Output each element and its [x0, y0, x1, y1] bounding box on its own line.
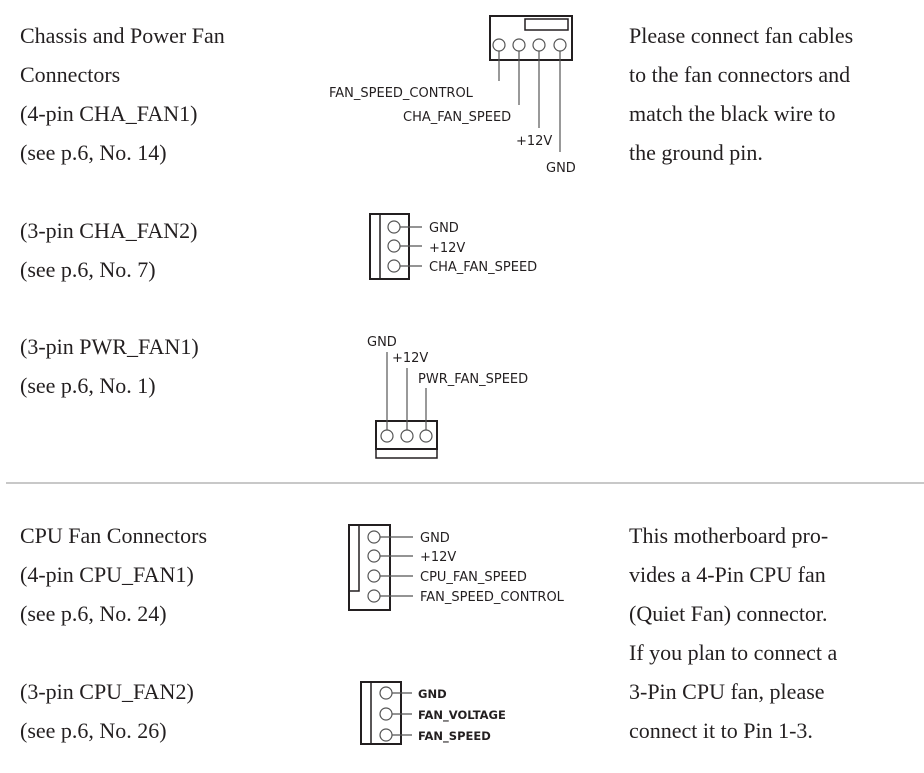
pwr-fan1-diagram: [375, 352, 438, 459]
cha-fan1-label: (4-pin CHA_FAN1): [20, 101, 198, 126]
cpu-note-line: (Quiet Fan) connector.: [629, 601, 828, 626]
cpu-fan2-label: (3-pin CPU_FAN2): [20, 679, 194, 704]
cpu-fan1-ref: (see p.6, No. 24): [20, 601, 167, 626]
pin-icon: [553, 38, 567, 52]
pin-icon: [379, 728, 393, 742]
cpu-note-line: vides a 4-Pin CPU fan: [629, 562, 826, 587]
pin-label: GND: [429, 221, 459, 236]
pin-label: FAN_SPEED: [418, 729, 491, 744]
cha-fan1-housing: [489, 15, 573, 61]
pin-label: GND: [367, 335, 397, 350]
cpu-note-line: connect it to Pin 1-3.: [629, 718, 813, 743]
pin-label: +12V: [420, 550, 456, 565]
cpu-fan2-ref: (see p.6, No. 26): [20, 718, 167, 743]
chassis-title-line-2: Connectors: [20, 62, 121, 87]
pin-label: CHA_FAN_SPEED: [429, 260, 537, 275]
pin-icon: [387, 220, 401, 234]
section-divider: [6, 482, 924, 484]
cpu-fan2-diagram: [360, 681, 412, 745]
pin-label: GND: [420, 531, 450, 546]
cha-fan1-key: [524, 18, 569, 31]
pin-icon: [512, 38, 526, 52]
cpu-fan1-label: (4-pin CPU_FAN1): [20, 562, 194, 587]
pin-icon: [419, 429, 433, 443]
pin-icon: [380, 429, 394, 443]
chassis-note-line: match the black wire to: [629, 101, 836, 126]
pwr-fan1-heading: (3-pin PWR_FAN1) (see p.6, No. 1): [20, 327, 199, 405]
pin-label: +12V: [429, 241, 465, 256]
cha-fan2-ref: (see p.6, No. 7): [20, 257, 156, 282]
pin-icon: [532, 38, 546, 52]
cpu-fan1-diagram: [348, 524, 413, 611]
pin-icon: [367, 589, 381, 603]
cpu-fan2-housing: [360, 681, 402, 745]
cha-fan2-diagram: [369, 213, 422, 280]
cpu-title: CPU Fan Connectors: [20, 523, 207, 548]
pin-label: CHA_FAN_SPEED: [403, 110, 511, 125]
pin-icon: [387, 259, 401, 273]
pin-label: PWR_FAN_SPEED: [418, 372, 528, 387]
cha-fan2-heading: (3-pin CHA_FAN2) (see p.6, No. 7): [20, 211, 197, 289]
cpu-note-line: 3-Pin CPU fan, please: [629, 679, 825, 704]
pin-label: FAN_SPEED_CONTROL: [420, 590, 565, 605]
pwr-fan1-ref: (see p.6, No. 1): [20, 373, 156, 398]
pin-icon: [367, 549, 381, 563]
pin-label: GND: [418, 687, 447, 701]
chassis-title-line-1: Chassis and Power Fan: [20, 23, 225, 48]
chassis-note-line: Please connect fan cables: [629, 23, 854, 48]
pin-label: FAN_SPEED_CONTROL: [329, 86, 474, 101]
cpu-note-line: If you plan to connect a: [629, 640, 838, 665]
pin-label: CPU_FAN_SPEED: [420, 570, 527, 585]
pin-label: +12V: [516, 134, 552, 149]
chassis-note-line: the ground pin.: [629, 140, 763, 165]
cpu-note: This motherboard pro- vides a 4-Pin CPU …: [629, 516, 837, 750]
chassis-section-heading: Chassis and Power Fan Connectors (4-pin …: [20, 16, 225, 172]
pin-icon: [492, 38, 506, 52]
cpu-fan2-heading: (3-pin CPU_FAN2) (see p.6, No. 26): [20, 672, 194, 750]
pin-icon: [400, 429, 414, 443]
pin-label: FAN_VOLTAGE: [418, 708, 506, 723]
cha-fan1-diagram: [489, 15, 573, 152]
cha-fan1-ref: (see p.6, No. 14): [20, 140, 167, 165]
pwr-fan1-label: (3-pin PWR_FAN1): [20, 334, 199, 359]
pin-icon: [367, 530, 381, 544]
pin-icon: [367, 569, 381, 583]
pin-icon: [379, 686, 393, 700]
pin-icon: [387, 239, 401, 253]
pin-icon: [379, 707, 393, 721]
cpu-section-heading: CPU Fan Connectors (4-pin CPU_FAN1) (see…: [20, 516, 207, 633]
chassis-note-line: to the fan connectors and: [629, 62, 851, 87]
cpu-note-line: This motherboard pro-: [629, 523, 829, 548]
chassis-note: Please connect fan cables to the fan con…: [629, 16, 853, 172]
cha-fan2-label: (3-pin CHA_FAN2): [20, 218, 198, 243]
cpu-fan1-housing: [348, 524, 391, 611]
pin-label: GND: [546, 161, 576, 176]
pin-label: +12V: [392, 351, 428, 366]
